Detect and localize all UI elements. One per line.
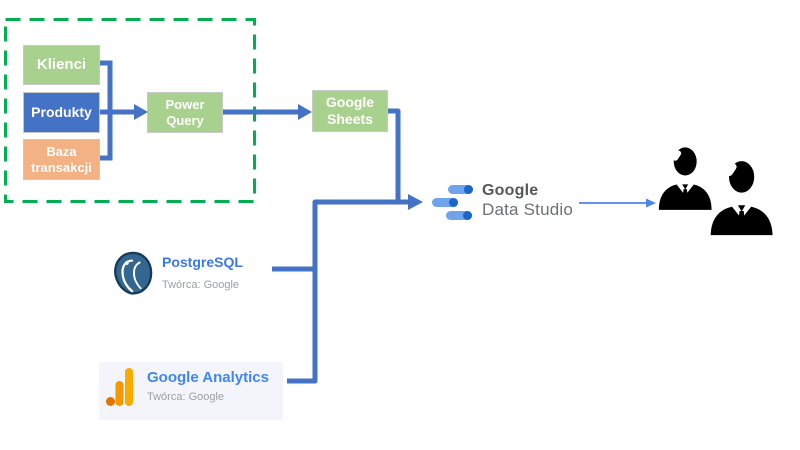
users-icon <box>658 147 776 239</box>
postgresql-elephant-icon <box>114 251 153 295</box>
google-analytics-card: Google Analytics Twórca: Google <box>99 362 283 420</box>
node-produkty: Produkty <box>23 92 100 133</box>
data-studio-pills-icon <box>432 185 473 220</box>
data-studio-name: Google <box>482 182 539 199</box>
data-studio-wordmark: Google Data Studio <box>482 181 573 219</box>
postgresql-title: PostgreSQL <box>162 254 243 270</box>
node-google-sheets-label: Google Sheets <box>325 94 375 127</box>
connector-bracket-sources <box>100 60 113 161</box>
node-baza-transakcji: Baza transakcji <box>23 139 100 180</box>
node-klienci: Klienci <box>23 45 100 85</box>
google-analytics-subtitle: Twórca: Google <box>147 391 225 403</box>
google-analytics-bars-icon <box>106 368 133 406</box>
arrowhead-to-data-studio <box>408 194 423 210</box>
node-baza-transakcji-label: Baza transakcji <box>31 144 92 175</box>
data-studio-product: Data Studio <box>482 200 574 219</box>
node-power-query-label: Power Query <box>165 97 205 128</box>
node-klienci-label: Klienci <box>36 56 87 74</box>
arrowhead-to-power-query <box>134 104 148 120</box>
node-power-query: Power Query <box>147 92 223 133</box>
node-produkty-label: Produkty <box>31 104 92 121</box>
arrowhead-to-sheets <box>298 104 312 120</box>
connector-trunk <box>287 199 408 384</box>
postgresql-card: PostgreSQL Twórca: Google <box>99 246 285 302</box>
postgresql-subtitle: Twórca: Google <box>162 279 240 291</box>
google-analytics-title: Google Analytics <box>147 369 269 386</box>
connector-sheets-elbow <box>388 108 401 202</box>
node-google-sheets: Google Sheets <box>312 90 388 132</box>
